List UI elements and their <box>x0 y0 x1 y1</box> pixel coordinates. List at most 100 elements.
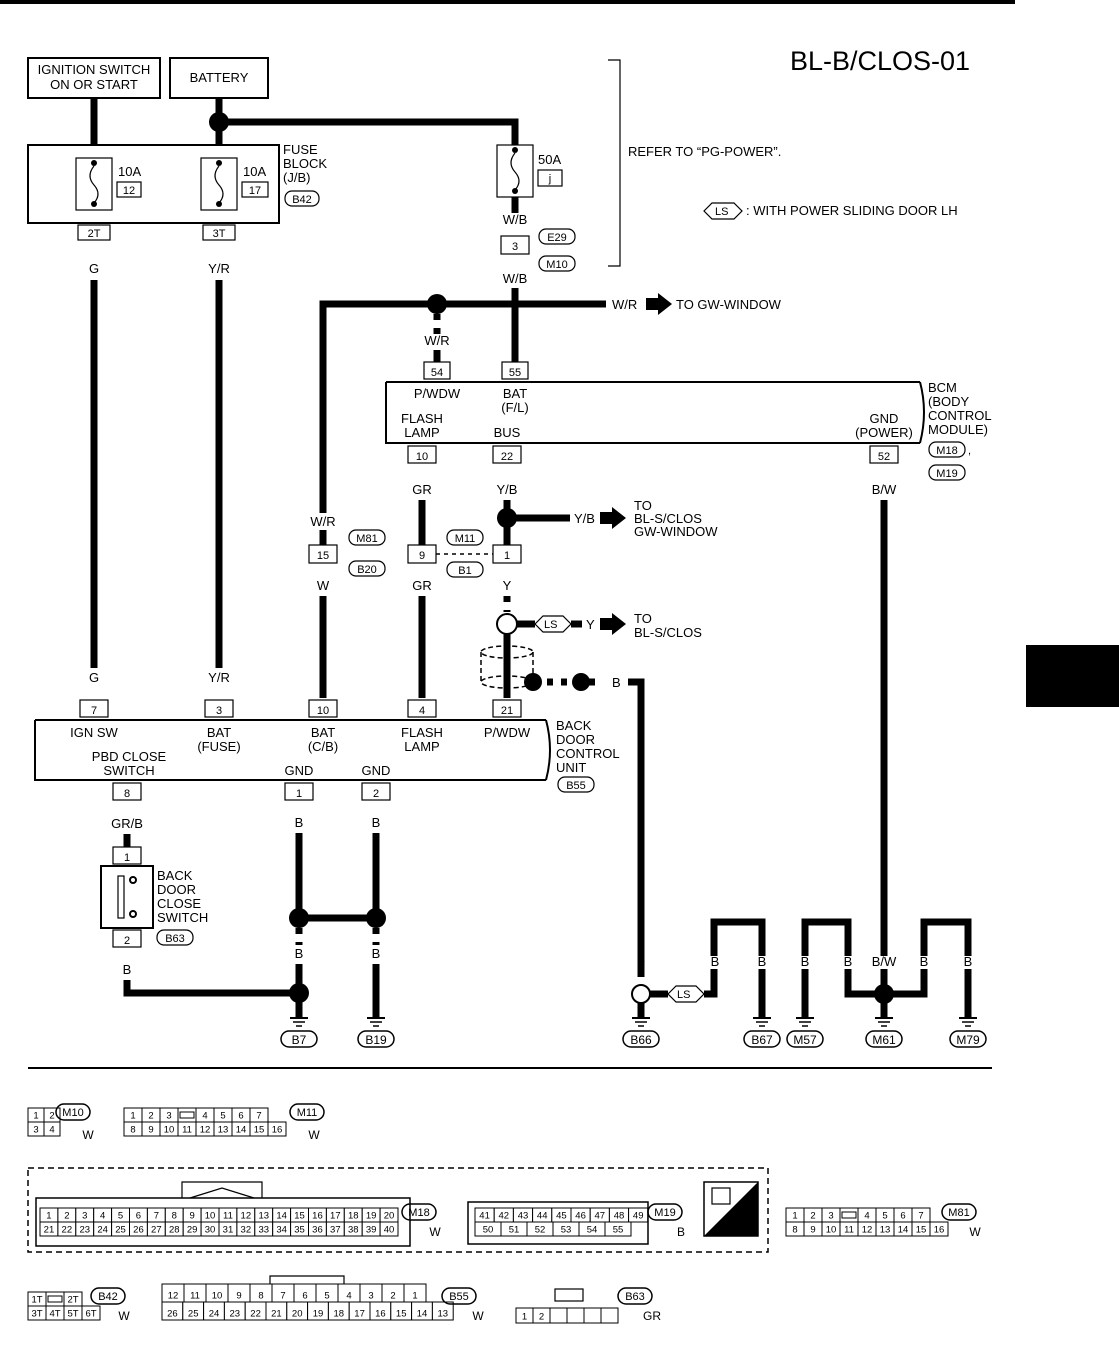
pin-label: 5 <box>220 1111 225 1122</box>
bdcu-label-3: CONTROL <box>556 746 620 761</box>
pin-15-box <box>308 544 338 564</box>
pin-label: 1 <box>33 1111 38 1122</box>
connector-id: M10 <box>62 1107 83 1119</box>
pin-label: 14 <box>898 1225 909 1236</box>
legend-tag-shape <box>703 202 743 220</box>
pin-label: 2 <box>49 1111 54 1122</box>
shield-dot-2 <box>572 673 590 691</box>
pin-label: 1 <box>412 1291 417 1302</box>
fuse-12 <box>75 157 113 211</box>
wire-grb: GR/B <box>111 816 143 831</box>
sw-label-2: DOOR <box>157 882 196 897</box>
bdcu-label-2: DOOR <box>556 732 595 747</box>
bdcu-pbd-2: SWITCH <box>103 763 154 778</box>
connector-id: M19 <box>654 1207 675 1219</box>
wire-m57 <box>801 918 884 1018</box>
ground-m79: M79 <box>949 1017 987 1048</box>
fuse-block-label-2: BLOCK <box>283 156 327 171</box>
pin-label: 41 <box>479 1211 490 1222</box>
ground-b19: B19 <box>357 1017 395 1048</box>
wire-b-5: B <box>637 952 646 967</box>
pin-label: 7 <box>154 1211 159 1222</box>
bdcu-pwdw: P/WDW <box>484 725 531 740</box>
m19-shell <box>467 1201 649 1245</box>
e29-label: E29 <box>547 232 567 244</box>
pin-label: 51 <box>509 1225 520 1236</box>
pin-label: 7 <box>256 1111 261 1122</box>
pin-label: 22 <box>62 1225 73 1236</box>
m19-badge <box>928 464 966 481</box>
pin-1: 1 <box>504 550 510 562</box>
pin-label: 40 <box>384 1225 395 1236</box>
wire-b-sw-ground <box>123 980 299 997</box>
pin-label: 3 <box>828 1211 833 1222</box>
pin-label: 15 <box>294 1211 305 1222</box>
wire-b-6: B <box>711 954 720 969</box>
wire-w: W <box>317 578 330 593</box>
wire-batt-link <box>219 118 519 145</box>
splice-b66 <box>631 984 651 1004</box>
to-bl-gw-2: BL-S/CLOS <box>634 511 702 526</box>
pin-label: 17 <box>330 1211 341 1222</box>
pin-label: 24 <box>97 1225 108 1236</box>
connector-color: W <box>308 1128 320 1142</box>
pin-label: 2T <box>67 1295 78 1306</box>
pin-label: 14 <box>417 1309 428 1320</box>
bcm-label-4: MODULE) <box>928 422 988 437</box>
m18-badge <box>928 441 966 458</box>
connector-color: W <box>969 1225 981 1239</box>
bdcu-gnd-1: GND <box>285 763 314 778</box>
pin-label: 3 <box>82 1211 87 1222</box>
sw-label-3: CLOSE <box>157 896 201 911</box>
pin-label: 5 <box>324 1291 329 1302</box>
pin-label: 2 <box>148 1111 153 1122</box>
wire-b-4: B <box>372 946 381 961</box>
pin-label: 53 <box>561 1225 572 1236</box>
bcm-flash-1: FLASH <box>401 411 443 426</box>
wire-yr-bottom: Y/R <box>208 670 230 685</box>
switch-terminal-b <box>129 910 137 918</box>
bcm-pin-54-box <box>423 361 451 380</box>
ground-b7: B7 <box>280 1017 318 1048</box>
pin-label: 13 <box>438 1309 449 1320</box>
ls-tag-1: LS <box>544 619 557 631</box>
bdcu-batf-2: (FUSE) <box>197 739 240 754</box>
wire-b-9: B <box>844 954 853 969</box>
bdcu-ign: IGN SW <box>70 725 118 740</box>
page-code: BL-B/CLOS-01 <box>790 46 970 76</box>
bdcu-flash-1: FLASH <box>401 725 443 740</box>
top-rule <box>0 0 1015 4</box>
bdcu-gnd-2: GND <box>362 763 391 778</box>
legend-text: : WITH POWER SLIDING DOOR LH <box>746 203 958 218</box>
ground-b67: B67 <box>743 1017 781 1048</box>
pin-label: 4 <box>100 1211 105 1222</box>
pin-label: 12 <box>862 1225 873 1236</box>
ground-label: M57 <box>793 1033 817 1047</box>
wire-b-sw: B <box>123 962 132 977</box>
pin-label: 8 <box>130 1125 135 1136</box>
section-tab <box>1026 645 1119 707</box>
pin-label: 11 <box>182 1125 192 1136</box>
pin-label: 4 <box>49 1125 54 1136</box>
b63-key <box>554 1288 584 1302</box>
pin-label: 4 <box>864 1211 869 1222</box>
bdcu-label-4: UNIT <box>556 760 586 775</box>
wire-wr-label: W/R <box>424 333 449 348</box>
bcm-bus: BUS <box>494 425 521 440</box>
b1-label: B1 <box>458 565 471 577</box>
bdcu-batc-2: (C/B) <box>308 739 338 754</box>
bdcu-pin-10: 10 <box>317 705 329 717</box>
bcm-pin-22-box <box>492 445 522 464</box>
to-gw-window: TO GW-WINDOW <box>676 297 782 312</box>
fuse-block-label-3: (J/B) <box>283 170 310 185</box>
pin-label: 34 <box>276 1225 287 1236</box>
pg-power-note: REFER TO “PG-POWER”. <box>628 144 781 159</box>
pin-label: 10 <box>164 1125 175 1136</box>
pin-label: 13 <box>880 1225 891 1236</box>
pin-label: 4 <box>202 1111 207 1122</box>
pin-label: 52 <box>535 1225 546 1236</box>
wire-wb-2: W/B <box>503 271 528 286</box>
bcm-label-2: (BODY <box>928 394 970 409</box>
